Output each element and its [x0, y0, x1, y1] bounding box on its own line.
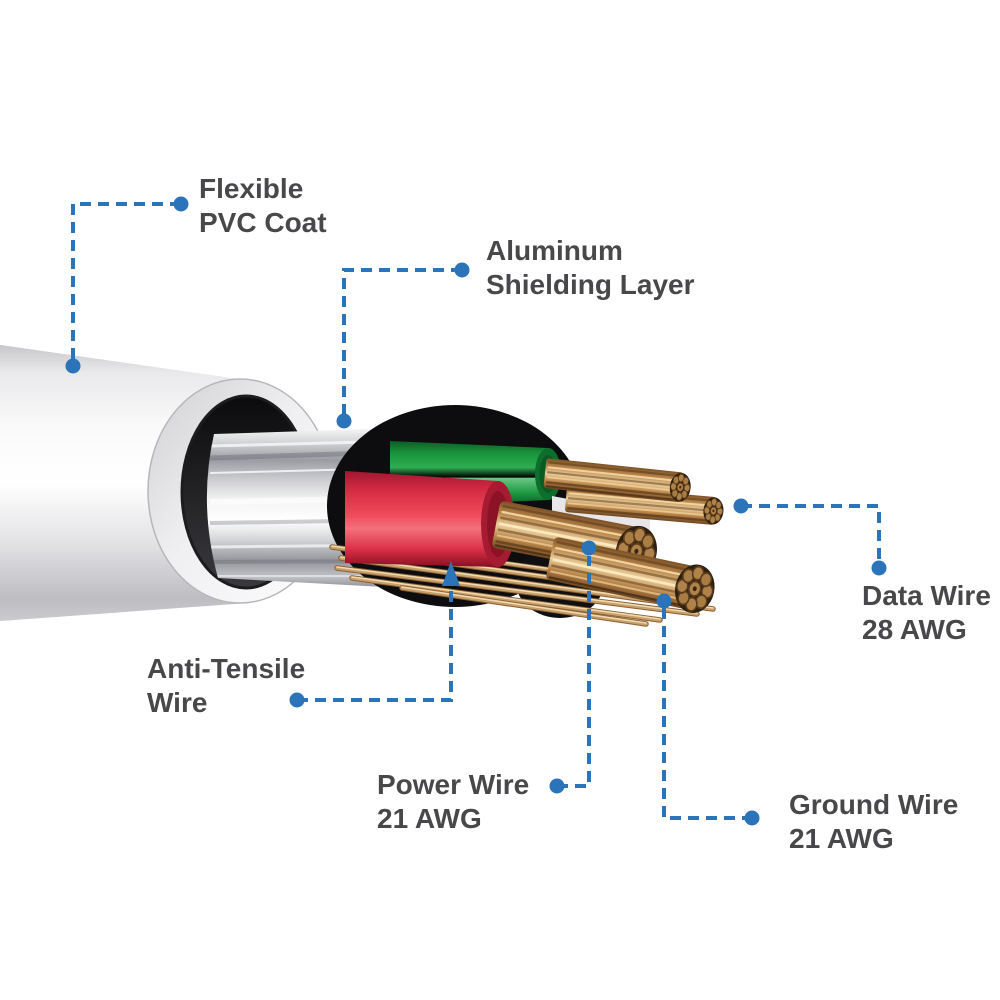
data-leader-dot-label: [871, 560, 887, 576]
label-line-1: Anti-Tensile: [147, 653, 306, 684]
ground-leader-dot-target: [656, 593, 672, 609]
ground-wire-leader-line: [662, 608, 745, 820]
aluminum-leader-dot-label: [454, 262, 470, 278]
red-wire: [345, 471, 515, 567]
data-wire-leader-line: [741, 504, 881, 561]
label-data-wire: Data Wire 28 AWG: [862, 579, 991, 647]
ground-wire-bundle: [546, 537, 720, 618]
label-line-1: Ground Wire: [789, 789, 959, 820]
label-power-wire: Power Wire 21 AWG: [377, 768, 529, 836]
data-leader-dot-target: [733, 498, 749, 514]
power-leader-dot-target: [581, 540, 597, 556]
pvc-leader-dot-target: [65, 358, 81, 374]
label-flexible-pvc-coat: Flexible PVC Coat: [199, 172, 327, 240]
label-line-1: Aluminum: [486, 235, 623, 266]
label-line-2: PVC Coat: [199, 207, 327, 238]
aluminum-leader-dot-target: [336, 413, 352, 429]
label-line-1: Data Wire: [862, 580, 991, 611]
data-wire-bundle-1: [543, 458, 693, 504]
label-line-1: Flexible: [199, 173, 304, 204]
power-wire-leader-line: [557, 556, 591, 788]
label-ground-wire: Ground Wire 21 AWG: [789, 788, 958, 856]
label-line-2: 21 AWG: [789, 823, 894, 854]
label-line-2: Wire: [147, 687, 208, 718]
pvc-leader-line: [71, 202, 181, 360]
anti-tensile-leader-line: [297, 588, 453, 702]
power-leader-dot-label: [549, 778, 565, 794]
anti-tensile-arrow: [442, 561, 460, 586]
label-aluminum-shielding-layer: Aluminum Shielding Layer: [486, 234, 695, 302]
anti-tensile-leader-dot: [289, 692, 305, 708]
ground-leader-dot-label: [744, 810, 760, 826]
label-line-2: 21 AWG: [377, 803, 482, 834]
label-line-2: Shielding Layer: [486, 269, 695, 300]
pvc-leader-dot-label: [173, 196, 189, 212]
label-line-1: Power Wire: [377, 769, 530, 800]
aluminum-leader-line: [342, 268, 462, 414]
label-line-2: 28 AWG: [862, 614, 967, 645]
label-anti-tensile-wire: Anti-Tensile Wire: [147, 652, 305, 720]
